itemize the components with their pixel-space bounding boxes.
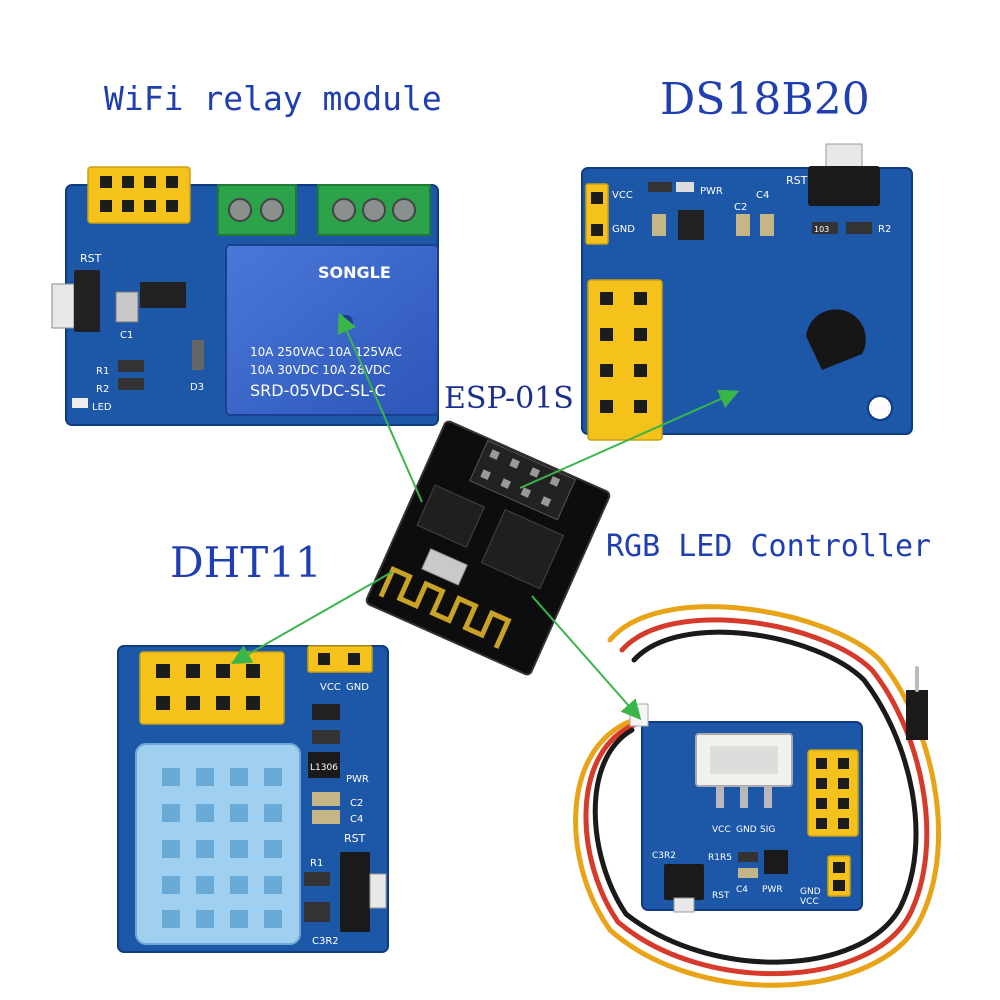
ds-regulator-chip (678, 210, 704, 240)
dht-gnd-label: GND (346, 682, 369, 693)
relay-module-label: WiFi relay module (104, 79, 442, 118)
arrow-to-rgb (531, 595, 642, 721)
arrow-to-dht11 (231, 571, 393, 664)
ds-c4-label: C4 (756, 190, 769, 201)
dht11-sensor (135, 743, 301, 945)
rgb-led-controller-board: VCC GND SIG C3R2 R1R5 RST C4 PWR VCC GND (629, 703, 863, 913)
rgb-r1r5-label: R1R5 (708, 853, 732, 863)
dht-pwr-label: PWR (346, 774, 369, 785)
ds-rst-label: RST (786, 174, 808, 187)
arrow-to-relay (337, 312, 423, 503)
relay-brand-text: SONGLE (318, 263, 391, 282)
ds-c2-label: C2 (734, 202, 747, 213)
rgb-regulator-chip (764, 850, 788, 874)
rgb-vcc-gnd-label-vcc: VCC (800, 897, 819, 907)
relay-rst-button (74, 270, 100, 332)
dht-rst-button (340, 852, 370, 932)
dht11-board: VCC GND L1 (117, 645, 389, 953)
relay-esp-header (87, 166, 191, 224)
rgb-sig-label: SIG (760, 825, 775, 835)
relay-r2-label: R2 (96, 384, 109, 395)
relay-rating-line1: 10A 250VAC 10A 125VAC (250, 345, 402, 359)
esp8266-chip (480, 508, 565, 590)
dht11-label: DHT11 (170, 538, 322, 587)
ds-gnd-label: GND (612, 224, 635, 235)
ds18b20-board: VCC GND PWR C4 C2 RST 103 R2 (581, 143, 913, 441)
rgb-c3r2-label: C3R2 (652, 851, 676, 861)
ds-pwr-label: PWR (700, 186, 723, 197)
dht-c2-label: C2 (350, 798, 363, 809)
dht-r1-label: R1 (310, 858, 323, 869)
rgb-c4-label: C4 (736, 885, 748, 895)
relay-d3-label: D3 (190, 382, 204, 393)
ds18b20-label: DS18B20 (660, 74, 870, 125)
ds-rst-button (808, 166, 880, 206)
relay-rst-label: RST (80, 252, 102, 265)
rgb-cable (573, 604, 942, 988)
dht-esp-header (139, 651, 285, 725)
rgb-vcc-label: VCC (712, 825, 731, 835)
relay-led-label: LED (92, 402, 112, 413)
relay-module-board: SONGLE 10A 250VAC 10A 125VAC 10A 30VDC 1… (51, 166, 439, 426)
rgb-rst-button (664, 864, 704, 900)
ds18b20-sensor (806, 309, 866, 370)
rgb-controller-label: RGB LED Controller (606, 529, 932, 564)
ds-r2-label: R2 (878, 224, 891, 235)
ds-esp-header (587, 279, 663, 441)
dht-vcc-label: VCC (320, 682, 341, 693)
dht-c3r2-label: C3R2 (312, 936, 339, 947)
relay-c1-label: C1 (120, 330, 133, 341)
rgb-small-connector (629, 703, 649, 727)
antenna-trace (378, 565, 512, 649)
rgb-vcc-gnd-label-gnd: GND (800, 887, 821, 897)
dht-regulator-chip (308, 752, 340, 778)
relay-model-text: SRD-05VDC-SL-C (250, 381, 386, 400)
dht-chip-marking: L1306 (310, 763, 338, 773)
esp-flash-chip (416, 484, 486, 548)
rgb-esp-header (807, 749, 859, 837)
dht-rst-label: RST (344, 832, 366, 845)
relay-terminal-blocks (217, 184, 431, 236)
dht-c4-label: C4 (350, 814, 363, 825)
songle-relay: SONGLE 10A 250VAC 10A 125VAC 10A 30VDC 1… (225, 244, 439, 416)
rgb-gnd-label: GND (736, 825, 757, 835)
arrow-to-ds18b20 (519, 389, 740, 489)
esp-crystal (421, 548, 468, 586)
relay-regulator-chip (140, 282, 186, 308)
esp-01s-module (365, 420, 611, 676)
ds-res-value: 103 (814, 225, 829, 234)
esp-01s-label: ESP-01S (444, 381, 574, 416)
relay-r1-label: R1 (96, 366, 109, 377)
relay-rating-line2: 10A 30VDC 10A 28VDC (250, 363, 391, 377)
rgb-rst-label: RST (712, 891, 730, 901)
rgb-pwr-label: PWR (762, 885, 783, 895)
connection-arrows (231, 312, 740, 721)
ds-vcc-label: VCC (612, 190, 633, 201)
